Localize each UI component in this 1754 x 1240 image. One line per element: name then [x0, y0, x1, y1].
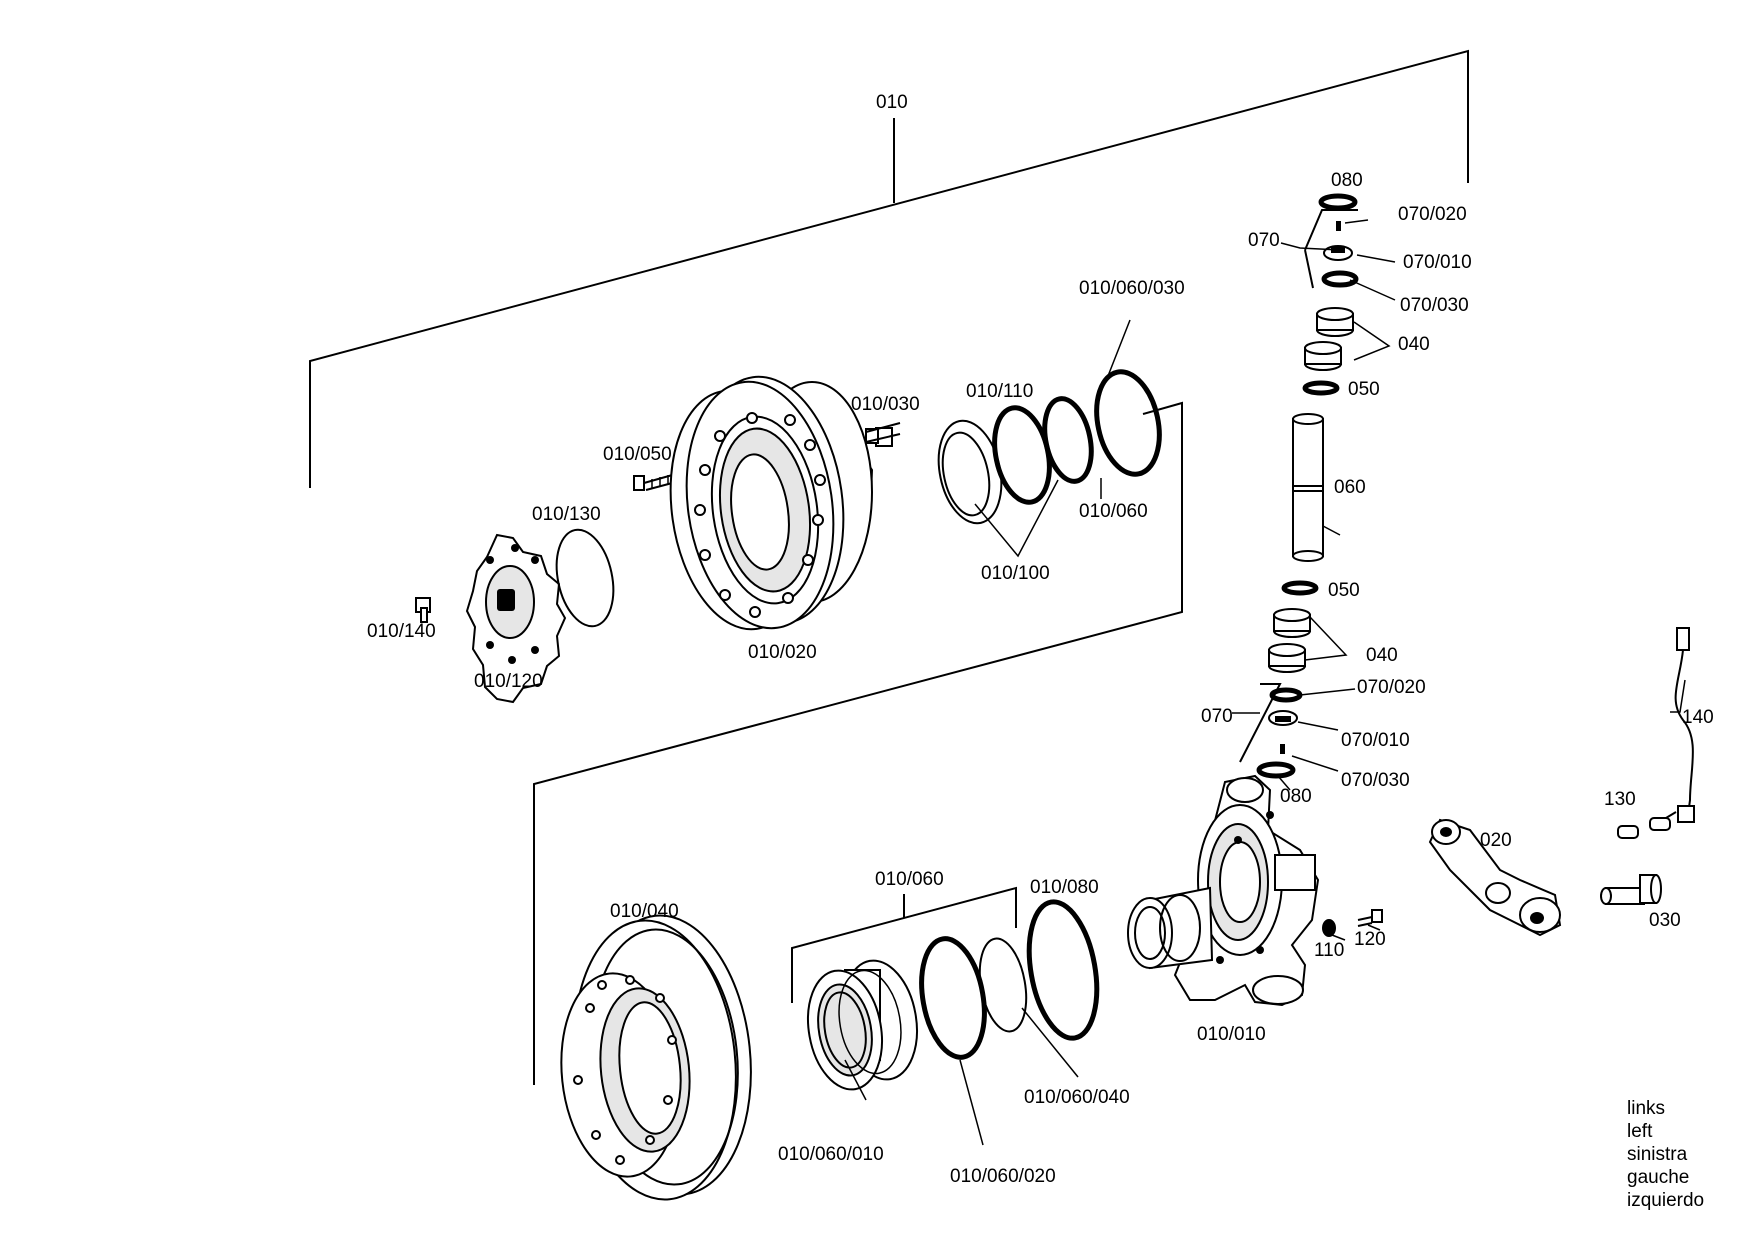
- label-010-060-010: 010/060/010: [778, 1144, 884, 1165]
- label-040-bottom: 040: [1366, 645, 1398, 666]
- label-050-bottom: 050: [1328, 580, 1360, 601]
- wheel-hub-010-020: [669, 375, 874, 631]
- seal-050-bottom: [1281, 580, 1319, 596]
- bolt-030: [1600, 874, 1662, 905]
- label-010: 010: [876, 92, 908, 113]
- side-language-labels: links left sinistra gauche izquierdo: [1627, 1097, 1704, 1212]
- label-070-bottom: 070: [1201, 706, 1233, 727]
- label-070-020-bottom: 070/020: [1357, 677, 1426, 698]
- label-010-010: 010/010: [1197, 1024, 1266, 1045]
- label-140: 140: [1682, 707, 1714, 728]
- label-070-010-top: 070/010: [1403, 252, 1472, 273]
- bushing-040-bottom-2: [1268, 643, 1306, 673]
- label-010-130: 010/130: [532, 504, 601, 525]
- cover-assembly-070-bottom: [1239, 683, 1303, 779]
- label-010-140: 010/140: [367, 621, 436, 642]
- label-070-020-top: 070/020: [1398, 204, 1467, 225]
- ring-010-060-020: [919, 936, 987, 1060]
- o-ring-010-130: [555, 528, 615, 628]
- seal-050-top: [1302, 380, 1340, 396]
- label-010-060-030: 010/060/030: [1079, 278, 1185, 299]
- ring-010-060-040: [978, 937, 1028, 1033]
- label-010-050: 010/050: [603, 444, 672, 465]
- nut-110: [1322, 919, 1336, 937]
- label-070-top: 070: [1248, 230, 1280, 251]
- part-labels: 010 080 070/020 070 070/010 070/030 040 …: [367, 92, 1714, 1187]
- stud-010-030: [865, 422, 901, 447]
- shim-080-top: [1318, 193, 1358, 211]
- label-010-040: 010/040: [610, 901, 679, 922]
- screw-120: [1357, 909, 1383, 927]
- label-070-010-bottom: 070/010: [1341, 730, 1410, 751]
- label-080-bottom: 080: [1280, 786, 1312, 807]
- label-060: 060: [1334, 477, 1366, 498]
- assembly-bracket-010: [309, 49, 1469, 1085]
- label-050-top: 050: [1348, 379, 1380, 400]
- label-040-top: 040: [1398, 334, 1430, 355]
- leader-lines: [844, 219, 1686, 1146]
- side-label-en: left: [1627, 1121, 1653, 1142]
- side-label-it: sinistra: [1627, 1144, 1688, 1165]
- hub-cap-010-120: [465, 533, 567, 704]
- sleeve-130: [1617, 817, 1671, 839]
- sensor-140: [1665, 627, 1695, 823]
- label-010-100: 010/100: [981, 563, 1050, 584]
- label-070-030-top: 070/030: [1400, 295, 1469, 316]
- side-label-de: links: [1627, 1098, 1666, 1119]
- label-080-top: 080: [1331, 170, 1363, 191]
- king-pin-060: [1292, 413, 1324, 562]
- label-010-060-lower: 010/060: [875, 869, 944, 890]
- label-070-030-bottom: 070/030: [1341, 770, 1410, 791]
- label-010-080: 010/080: [1030, 877, 1099, 898]
- bushing-040-top-2: [1304, 341, 1342, 371]
- bushing-040-top-1: [1316, 307, 1354, 337]
- label-030: 030: [1649, 910, 1681, 931]
- label-010-060-040: 010/060/040: [1024, 1087, 1130, 1108]
- label-010-020: 010/020: [748, 642, 817, 663]
- label-020: 020: [1480, 830, 1512, 851]
- label-110: 110: [1314, 940, 1344, 961]
- brake-disc-010-040: [560, 914, 752, 1201]
- bolt-010-140: [415, 597, 431, 623]
- steering-knuckle-010-010: [1127, 774, 1320, 1007]
- label-010-110: 010/110: [966, 381, 1033, 402]
- bearing-010-060-010: [807, 959, 918, 1091]
- seal-010-080: [1026, 899, 1100, 1041]
- label-120: 120: [1354, 929, 1386, 950]
- side-label-es: izquierdo: [1627, 1190, 1705, 1211]
- label-130: 130: [1604, 789, 1636, 810]
- steering-arm-020: [1428, 818, 1562, 937]
- label-010-060-right: 010/060: [1079, 501, 1148, 522]
- label-010-030: 010/030: [851, 394, 920, 415]
- bearing-set-010-100: [937, 396, 1094, 525]
- seal-010-060-030: [1094, 369, 1162, 477]
- side-label-fr: gauche: [1627, 1167, 1690, 1188]
- bushing-040-bottom-1: [1273, 608, 1311, 638]
- label-010-120: 010/120: [474, 671, 543, 692]
- label-010-060-020: 010/060/020: [950, 1166, 1056, 1187]
